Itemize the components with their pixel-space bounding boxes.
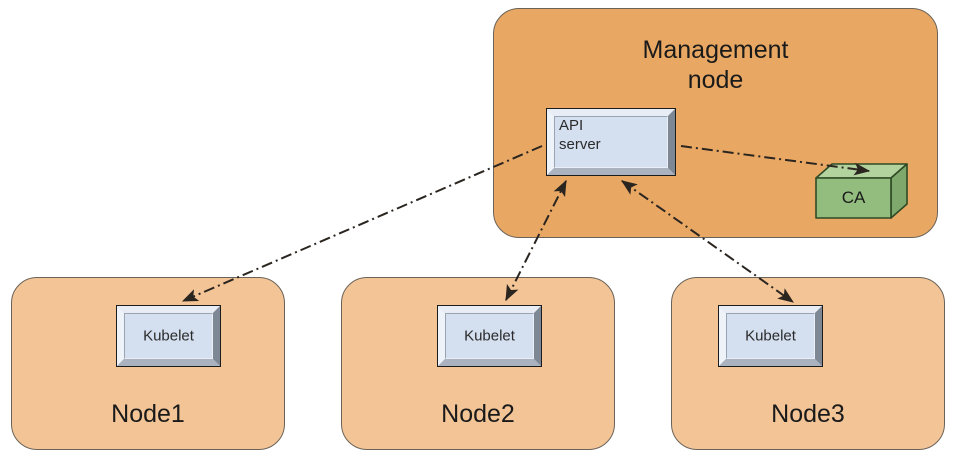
- kubelet-bevel-top-node3: [719, 306, 822, 313]
- kubelet-bevel-top-node1: [117, 306, 220, 313]
- node-label-node1: Node1: [111, 400, 185, 428]
- kubelet-bevel-bottom-node1: [117, 359, 220, 366]
- api-server-bevel-top: [547, 109, 675, 116]
- kubelet-label-node1: Kubelet: [143, 327, 194, 345]
- kubelet-inner-panel-node2: [445, 313, 534, 359]
- kubelet-inner-panel-node3: [726, 313, 815, 359]
- kubelet-label-node2: Kubelet: [464, 327, 515, 345]
- node-label-node3: Node3: [771, 400, 845, 428]
- api-server-label: API server: [559, 117, 601, 153]
- kubelet-label-node3: Kubelet: [745, 327, 796, 345]
- api-server-bevel-bottom: [547, 168, 675, 175]
- kubelet-component-node2[interactable]: Kubelet: [437, 305, 542, 367]
- api-server-component[interactable]: API server: [546, 108, 676, 176]
- management-node-title: Management node: [642, 36, 789, 94]
- ca-label: CA: [841, 188, 866, 207]
- node-label-node2: Node2: [441, 400, 515, 428]
- kubelet-bevel-bottom-node2: [438, 359, 541, 366]
- kubelet-bevel-bottom-node3: [719, 359, 822, 366]
- kubelet-component-node3[interactable]: Kubelet: [718, 305, 823, 367]
- api-server-bevel-left: [547, 109, 554, 175]
- kubelet-bevel-top-node2: [438, 306, 541, 313]
- kubelet-component-node1[interactable]: Kubelet: [116, 305, 221, 367]
- api-server-inner-panel: [554, 116, 668, 168]
- ca-component[interactable]: CA: [812, 160, 908, 220]
- kubelet-inner-panel-node1: [124, 313, 213, 359]
- api-server-bevel-right: [668, 109, 675, 175]
